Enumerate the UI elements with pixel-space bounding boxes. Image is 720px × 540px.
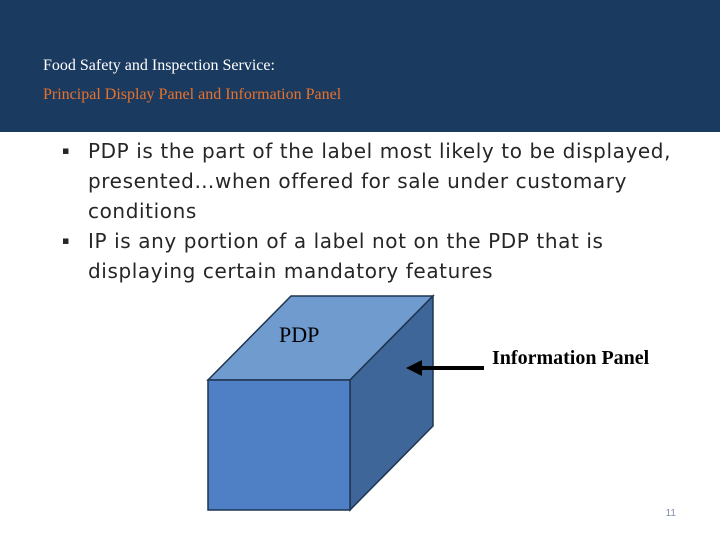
slide-title: Food Safety and Inspection Service: xyxy=(43,57,275,74)
pdp-label: PDP xyxy=(279,322,320,347)
bullet-ip: ▪ IP is any portion of a label not on th… xyxy=(60,226,680,286)
slide-number: 11 xyxy=(665,508,676,519)
bullet-list: ▪ PDP is the part of the label most like… xyxy=(60,136,680,286)
bullet-pdp: ▪ PDP is the part of the label most like… xyxy=(60,136,680,226)
arrow-head-icon xyxy=(406,360,422,376)
bullet-ip-text: IP is any portion of a label not on the … xyxy=(88,229,604,283)
bullet-marker-icon: ▪ xyxy=(62,234,71,247)
slide-subtitle: Principal Display Panel and Information … xyxy=(43,86,342,103)
box-front-face xyxy=(207,379,351,511)
bullet-marker-icon: ▪ xyxy=(62,144,71,157)
title-banner: Food Safety and Inspection Service: Prin… xyxy=(0,0,720,132)
information-panel-label: Information Panel xyxy=(492,347,650,369)
bullet-pdp-text: PDP is the part of the label most likely… xyxy=(88,139,672,223)
